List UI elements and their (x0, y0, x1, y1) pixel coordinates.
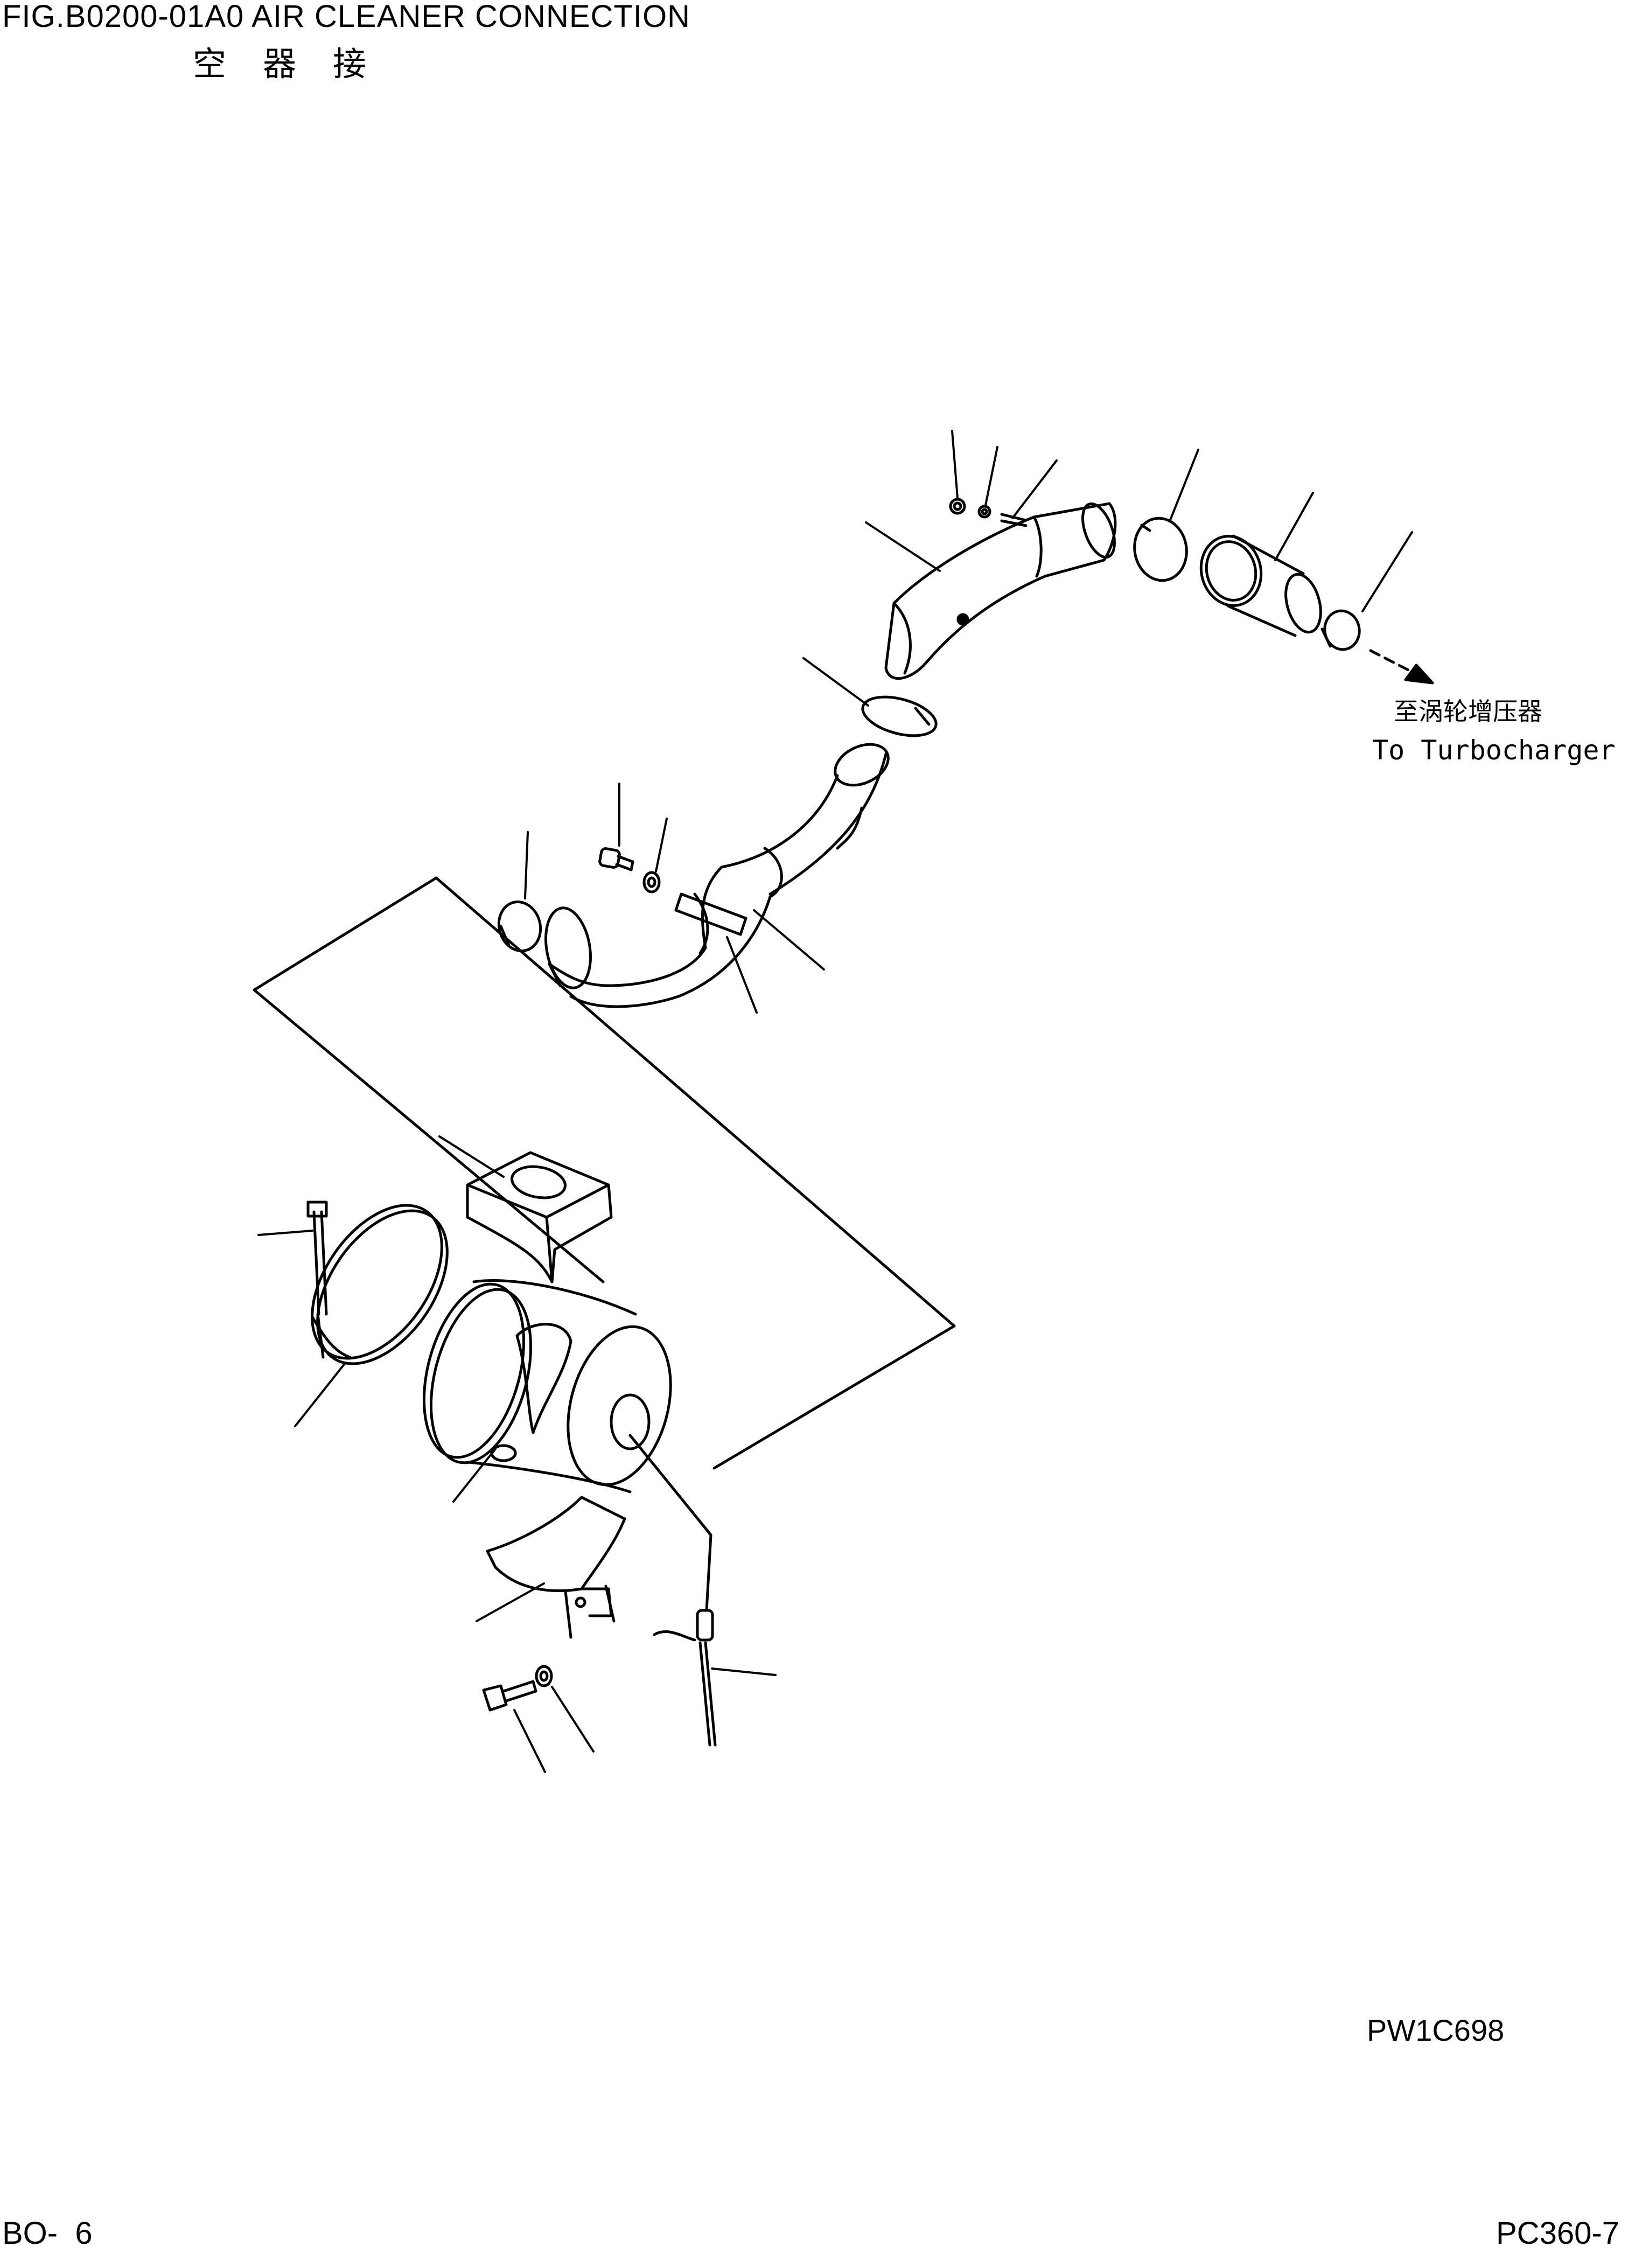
air-cleaner-body (407, 1273, 687, 1497)
figure-title: FIG.B0200-01A0 AIR CLEANER CONNECTION (2, 0, 690, 34)
t-bolt (308, 1202, 326, 1314)
indicator-hose (630, 1435, 711, 1610)
destination-label-en: To Turbocharger (1372, 735, 1616, 766)
dust-indicator (654, 1610, 715, 1745)
bracket-bolt-washer (484, 1666, 551, 1710)
hose-clamp-upper (1130, 514, 1192, 585)
hose-clamp-lower (493, 897, 546, 956)
hose-clamp-turbo (1322, 608, 1362, 652)
upper-elbow-pipe (886, 500, 1121, 679)
page-number: BO- 6 (2, 2216, 93, 2251)
drawing-number: PW1C698 (1367, 2013, 1505, 2047)
arrow-to-turbo (1371, 651, 1433, 683)
lower-bolt-washer (599, 848, 659, 892)
lower-elbow-hose (540, 867, 770, 1007)
hose-clamp-mid (858, 690, 940, 743)
rubber-mount-block (467, 1153, 611, 1282)
mounting-band (285, 1182, 473, 1387)
leader-lines (258, 431, 1412, 1772)
middle-hose (722, 736, 895, 897)
figure-title-cn: 空器接 (193, 44, 403, 83)
destination-label-cn: 至涡轮增压器 (1394, 697, 1542, 726)
elbow-bolt-nut-set (951, 499, 1026, 526)
air-cleaner-bracket (487, 1497, 625, 1637)
turbo-hose (1193, 529, 1326, 636)
model-number: PC360-7 (1496, 2216, 1619, 2251)
mounting-plate-outline (254, 878, 954, 1468)
band-clamp-elbow (676, 894, 746, 934)
